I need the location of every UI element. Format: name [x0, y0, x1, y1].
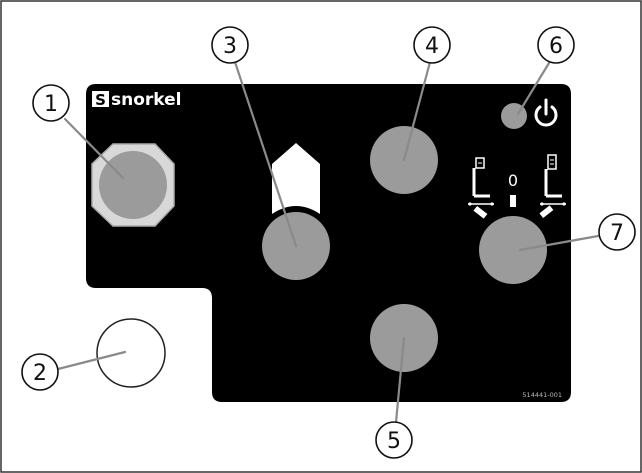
- callout-3-label: 3: [223, 34, 237, 59]
- callout-3: 3: [211, 26, 249, 64]
- platform-lift-icon: [540, 154, 566, 206]
- platform-lift-icon: [468, 157, 494, 206]
- key-switch-position[interactable]: [96, 318, 166, 388]
- mode-selector-switch[interactable]: [479, 216, 547, 284]
- callout-4-label: 4: [425, 34, 439, 59]
- selector-tick-right: [539, 205, 554, 219]
- brand-logo-box: [92, 91, 109, 107]
- callout-6: 6: [537, 26, 575, 64]
- leader-line-5: [394, 336, 406, 424]
- leader-line-3: [233, 60, 298, 248]
- callout-4: 4: [413, 26, 451, 64]
- brand-logo-letter: S: [95, 91, 106, 109]
- selector-tick-center: [510, 195, 516, 207]
- leader-line-2: [56, 350, 127, 371]
- selector-center-label: 0: [508, 171, 518, 190]
- leader-line-4: [402, 60, 432, 162]
- callout-5: 5: [375, 421, 413, 459]
- arrow-up-house-icon: [272, 143, 320, 214]
- callout-2-label: 2: [33, 361, 47, 386]
- brand-logo: S snorkel: [92, 90, 182, 110]
- part-number: 514441-001: [522, 391, 562, 399]
- brand-name: snorkel: [111, 90, 182, 110]
- callout-7: 7: [598, 213, 636, 251]
- emergency-stop-button[interactable]: [91, 143, 175, 227]
- leader-line-1: [63, 117, 125, 180]
- power-icon: [534, 98, 558, 127]
- callout-7-label: 7: [610, 221, 624, 246]
- callout-6-label: 6: [549, 34, 563, 59]
- leader-line-6: [516, 61, 551, 116]
- callout-5-label: 5: [387, 429, 401, 454]
- selector-tick-left: [473, 205, 488, 219]
- callout-1-label: 1: [44, 92, 58, 117]
- callout-2: 2: [21, 353, 59, 391]
- emergency-stop-knob[interactable]: [99, 151, 167, 219]
- callout-1: 1: [32, 84, 70, 122]
